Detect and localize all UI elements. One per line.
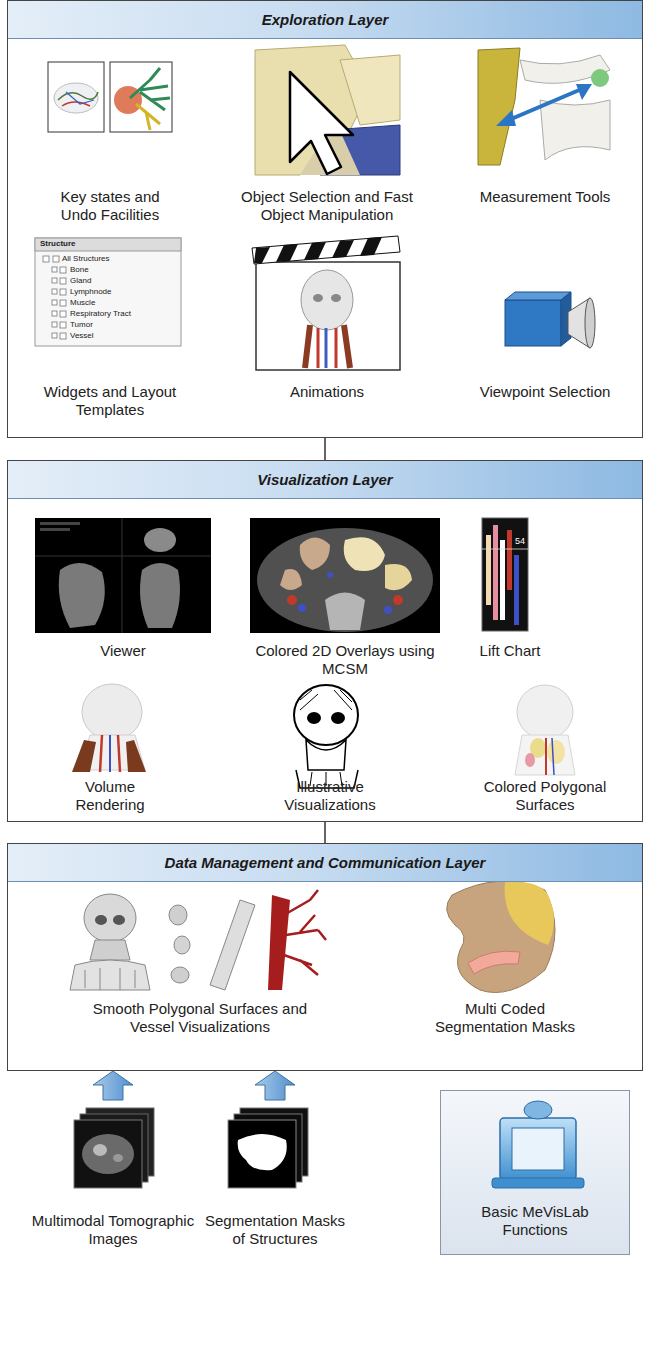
input-arrow [255,1071,295,1100]
illustrative-icon [294,685,358,788]
caption: Object Selection and Fast Object Manipul… [237,188,417,224]
feature-caption: Smooth Polygonal Surfaces and Vessel Vis… [80,1000,320,1036]
multi-coded-mask-icon [447,881,555,992]
feature-caption: Object Selection and Fast Object Manipul… [237,188,417,224]
feature-caption: Animations [252,383,402,401]
tree-label: Vessel [70,332,94,340]
caption: Volume Rendering [60,778,160,814]
caption: Basic MeVisLab Functions [447,1203,623,1239]
measurement-icon [478,48,610,165]
smooth-surfaces-icon [70,890,326,990]
camera-icon [505,292,595,348]
tree-label: Structure [40,240,76,248]
feature-caption: Widgets and Layout Templates [40,383,180,419]
layer-connector [324,438,326,460]
feature-caption: Illustrative Visualizations [255,778,405,814]
feature-caption: Viewer [48,642,198,660]
overlay-icon [250,518,440,633]
segmentation-stack-icon [228,1108,308,1188]
caption: Illustrative Visualizations [255,778,405,814]
input-source: Segmentation Masks of Structures [200,1100,350,1255]
key-states-icon [48,62,172,132]
feature-caption: Volume Rendering [60,778,160,814]
object-selection-icon [255,45,400,175]
tree-label: Respiratory Tract [70,310,131,318]
colored-surfaces-icon [515,685,575,775]
feature-caption: Colored 2D Overlays using MCSM [245,642,445,678]
tree-label: Tumor [70,321,93,329]
caption: Viewpoint Selection [450,383,640,401]
caption: Colored 2D Overlays using MCSM [245,642,445,678]
layer-header: Visualization Layer [8,461,642,499]
layer-title: Visualization Layer [257,471,392,488]
clapperboard-icon [252,236,400,370]
layer-header: Exploration Layer [8,1,642,39]
layer-panel: Data Management and Communication LayerS… [7,843,643,1071]
lift-chart-icon [482,518,528,631]
feature-caption: Colored Polygonal Surfaces [478,778,612,814]
tree-label: Muscle [70,299,95,307]
caption: Viewer [48,642,198,660]
feature-caption: Measurement Tools [475,188,615,206]
caption: Widgets and Layout Templates [40,383,180,419]
caption: Smooth Polygonal Surfaces and Vessel Vis… [80,1000,320,1036]
library-box: Basic MeVisLab Functions [440,1090,630,1255]
layer-header: Data Management and Communication Layer [8,844,642,882]
viewer-icon [35,518,211,633]
caption: Colored Polygonal Surfaces [478,778,612,814]
input-source: Multimodal Tomographic Images [23,1100,203,1255]
layer-panel: Exploration LayerKey states and Undo Fac… [7,0,643,438]
feature-caption: Viewpoint Selection [450,383,640,401]
caption: Lift Chart [455,642,565,660]
layer-title: Data Management and Communication Layer [165,854,486,871]
widget-tree-icon [35,238,181,346]
caption: Segmentation Masks of Structures [200,1212,350,1248]
caption: Measurement Tools [475,188,615,206]
caption: Animations [252,383,402,401]
tree-label: Bone [70,266,89,274]
layer-panel: Visualization LayerViewer Colored 2D Over… [7,460,643,822]
tree-label: Lymphnode [70,288,112,296]
layer-connector [324,822,326,843]
volume-rendering-icon [72,684,146,772]
caption: Key states and Undo Facilities [45,188,175,224]
feature-caption: Key states and Undo Facilities [45,188,175,224]
tree-label: All Structures [62,255,110,263]
caption: Multimodal Tomographic Images [23,1212,203,1248]
mevislab-icon [440,1090,630,1255]
caption: Multi Coded Segmentation Masks [425,1000,585,1036]
tree-label: Gland [70,277,91,285]
tomographic-stack-icon [74,1108,154,1188]
input-arrow [93,1071,133,1100]
chart-value: 54 [515,537,525,546]
layer-title: Exploration Layer [262,11,389,28]
feature-caption: Multi Coded Segmentation Masks [425,1000,585,1036]
feature-caption: Lift Chart [455,642,565,660]
